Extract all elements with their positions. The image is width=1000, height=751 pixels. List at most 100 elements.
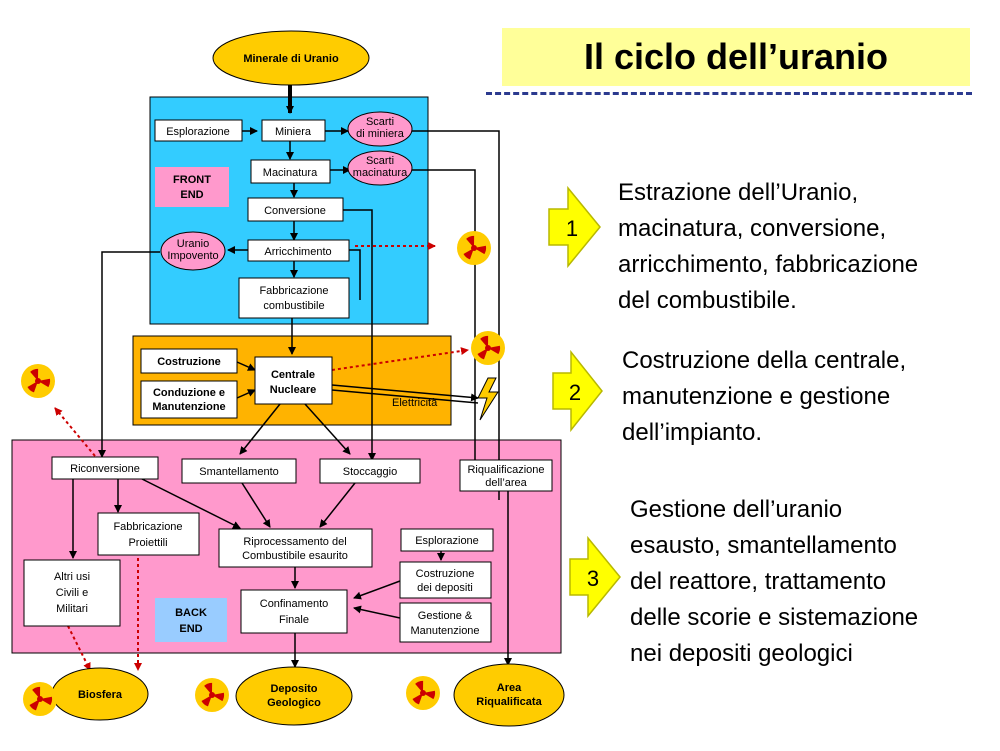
- riconversione-label: Riconversione: [70, 463, 140, 475]
- step-3-line: del reattore, trattamento: [630, 568, 887, 595]
- centrale-label-2: Nucleare: [270, 384, 316, 396]
- stoccaggio-label: Stoccaggio: [343, 466, 397, 478]
- step-1-arrow: 1: [548, 185, 601, 269]
- arricchimento-label: Arricchimento: [264, 246, 331, 258]
- front-end-label-box: [155, 167, 229, 207]
- step-arrow-icon: [548, 185, 601, 269]
- connector-lines: [69, 84, 512, 668]
- esplorazione-top-label: Esplorazione: [166, 126, 230, 138]
- scarti-miniera-ellipse: [347, 111, 413, 147]
- front-end-label-1: FRONT: [173, 174, 211, 186]
- conduzione-label-2: Manutenzione: [152, 401, 225, 413]
- step-3-line: delle scorie e sistemazione: [630, 604, 919, 631]
- step-3-line: esausto, smantellamento: [630, 532, 897, 559]
- step-2-line: dell’impianto.: [622, 419, 763, 446]
- fabbricazione-proiettili-label-1: Fabbricazione: [113, 521, 182, 533]
- uranio-impoverito-label-1: Uranio: [177, 238, 209, 250]
- costruzione-box: [140, 348, 238, 374]
- step-1-line: del combustibile.: [618, 287, 797, 314]
- scarti-macinatura-label-2: macinatura: [353, 167, 408, 179]
- step-2-arrow: 2: [552, 349, 603, 433]
- back-end-label-2: END: [179, 623, 202, 635]
- deposito-label-2: Geologico: [267, 697, 321, 709]
- step-3-arrow: 3: [569, 535, 621, 619]
- radiation-icon: [195, 678, 229, 712]
- miniera-label: Miniera: [275, 126, 312, 138]
- fabbricazione-comb-label-2: combustibile: [263, 300, 324, 312]
- step-3-line: nei depositi geologici: [630, 640, 853, 667]
- minerale-label: Minerale di Uranio: [243, 53, 339, 65]
- step-arrow-icon: [552, 349, 603, 433]
- step-2-line: Costruzione della centrale,: [622, 347, 907, 374]
- conduzione-label-1: Conduzione e: [153, 387, 225, 399]
- step-1-line: macinatura, conversione,: [618, 215, 887, 242]
- riqualificazione-box: [459, 459, 553, 492]
- macinatura-label: Macinatura: [263, 167, 318, 179]
- step-arrow-icon: [569, 535, 621, 619]
- costruzione-depositi-box: [399, 561, 492, 599]
- miniera-box: [261, 119, 326, 142]
- title-background: [502, 28, 970, 86]
- costruzione-depositi-label-2: dei depositi: [417, 582, 473, 594]
- scarti-miniera-label-2: di miniera: [356, 128, 405, 140]
- centrale-box: [254, 356, 333, 405]
- esplorazione-back-box: [400, 528, 494, 552]
- radiation-icon: [406, 676, 440, 710]
- step-1-line: Estrazione dell’Uranio,: [618, 179, 859, 206]
- uranio-impoverito-ellipse: [160, 231, 226, 271]
- area-label-1: Area: [497, 682, 522, 694]
- smantellamento-box: [181, 458, 297, 484]
- riqualificazione-label-1: Riqualificazione: [467, 464, 544, 476]
- altri-usi-label-3: Militari: [56, 603, 88, 615]
- gestione-box: [399, 602, 492, 643]
- back-end-label-box: [155, 598, 227, 642]
- esplorazione-back-label: Esplorazione: [415, 535, 479, 547]
- esplorazione-top-box: [154, 119, 243, 142]
- fabbricazione-comb-label-1: Fabbricazione: [259, 285, 328, 297]
- gestione-label-1: Gestione &: [418, 610, 473, 622]
- step-3-description: Gestione dell’uranio esausto, smantellam…: [630, 492, 918, 672]
- riqualificazione-label-2: dell’area: [485, 477, 527, 489]
- biosfera-label: Biosfera: [78, 689, 123, 701]
- radiation-icon: [23, 682, 57, 716]
- macinatura-box: [250, 159, 331, 184]
- altri-usi-label-2: Civili e: [56, 587, 88, 599]
- gestione-label-2: Manutenzione: [410, 625, 479, 637]
- scarti-miniera-label-1: Scarti: [366, 116, 394, 128]
- fabbricazione-proiettili-box: [97, 512, 200, 556]
- title-divider: [486, 92, 972, 95]
- step-1-number: 1: [566, 216, 578, 241]
- lightning-icon: [477, 377, 499, 421]
- radiation-icon: [21, 364, 55, 398]
- smantellamento-label: Smantellamento: [199, 466, 279, 478]
- fabbricazione-proiettili-label-2: Proiettili: [128, 537, 167, 549]
- uranio-impoverito-label-2: Impovento: [167, 250, 218, 262]
- front-end-label-2: END: [180, 189, 203, 201]
- back-end-label-1: BACK: [175, 607, 207, 619]
- riprocessamento-label-1: Riprocessamento del: [243, 536, 346, 548]
- radiation-icon: [471, 331, 505, 365]
- conversione-box: [247, 197, 344, 222]
- confinamento-label-2: Finale: [279, 614, 309, 626]
- riprocessamento-label-2: Combustibile esaurito: [242, 550, 348, 562]
- step-2-number: 2: [569, 380, 581, 405]
- step-1-line: arricchimento, fabbricazione: [618, 251, 919, 278]
- step-3-line: Gestione dell’uranio: [630, 496, 843, 523]
- page-title: Il ciclo dell’uranio: [583, 36, 889, 77]
- minerale-ellipse: [212, 30, 370, 86]
- elettricita-label: Elettricità: [392, 397, 438, 409]
- deposito-ellipse: [235, 666, 353, 726]
- conversione-label: Conversione: [264, 205, 326, 217]
- radiation-arrows: [54, 242, 469, 671]
- costruzione-depositi-label-1: Costruzione: [416, 568, 475, 580]
- radiation-icon: [457, 231, 491, 265]
- area-ellipse: [453, 663, 565, 727]
- fabbricazione-comb-box: [238, 277, 350, 319]
- area-label-2: Riqualificata: [476, 696, 542, 708]
- riprocessamento-box: [218, 528, 373, 568]
- scarti-macinatura-ellipse: [347, 150, 413, 186]
- scarti-macinatura-label-1: Scarti: [366, 155, 394, 167]
- altri-usi-box: [23, 559, 121, 627]
- step-2-line: manutenzione e gestione: [622, 383, 891, 410]
